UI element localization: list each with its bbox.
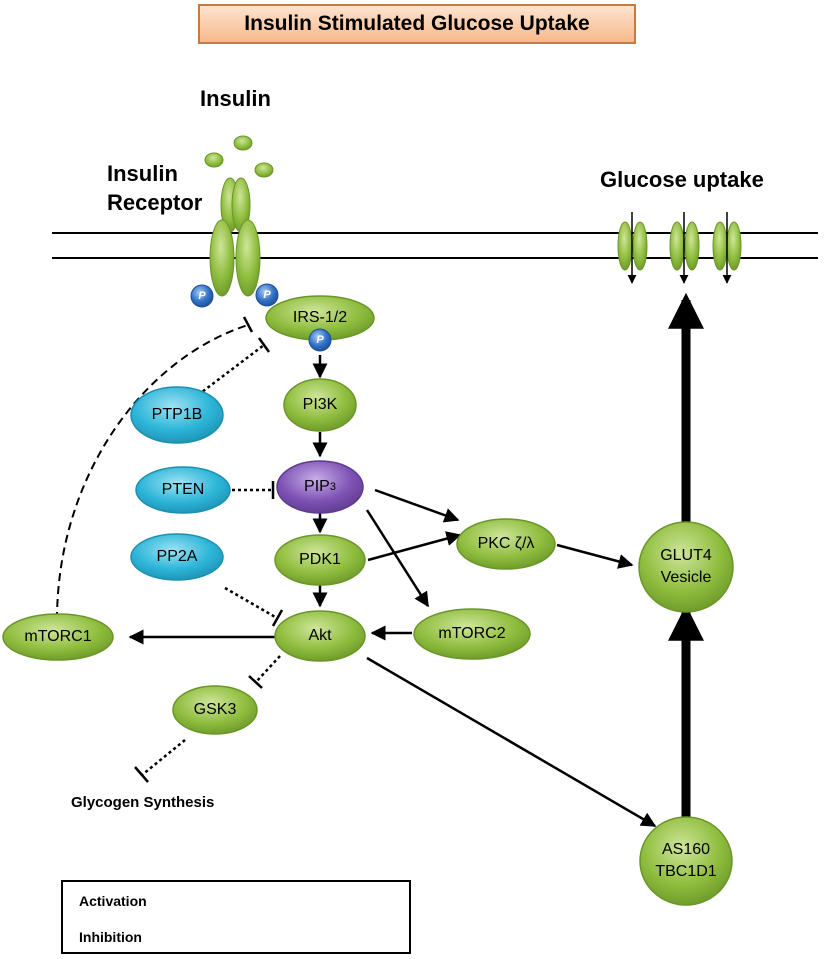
- insulin-molecule: [204, 152, 224, 168]
- glucose-uptake-label: Glucose uptake: [600, 167, 764, 192]
- inhibition-bar: [242, 316, 254, 333]
- glut-channel: [669, 212, 700, 284]
- pp2a-node: [130, 533, 224, 581]
- phospho-circle: [308, 328, 332, 352]
- pip3-to-pkc-arrow: [374, 488, 460, 523]
- diagram-title: Insulin Stimulated Glucose Uptake: [198, 4, 636, 44]
- inhibition-bar: [248, 675, 263, 689]
- gsk3-glycogen-inhibition: [141, 739, 186, 776]
- mtorc1-feedback-inhibition: [56, 324, 249, 621]
- inhibition-bar: [257, 337, 271, 353]
- akt-node: [274, 610, 366, 662]
- insulin-molecule: [254, 162, 274, 178]
- ptp1b-inhibition: [197, 344, 265, 396]
- akt-to-as160-arrow: [366, 656, 657, 828]
- glycogen-synthesis-label: Glycogen Synthesis: [71, 794, 215, 811]
- pkc-to-glut4-arrow: [556, 543, 634, 569]
- pp2a-inhibition: [224, 586, 278, 620]
- pten-node: [135, 466, 231, 514]
- mtorc1-node: [2, 613, 114, 661]
- as160-node: [639, 816, 733, 906]
- pip3-to-mtorc2-arrow: [365, 509, 430, 608]
- receptor-label-line2: Receptor: [107, 190, 203, 215]
- akt-gsk3-inhibition: [255, 655, 281, 683]
- pdk1-node: [274, 534, 366, 586]
- legend-inhibition-label: Inhibition: [79, 929, 142, 945]
- ptp1b-node: [130, 386, 224, 444]
- glut4-vesicle-node: [638, 521, 734, 613]
- insulin-molecule: [233, 135, 253, 151]
- receptor-label-line1: Insulin: [107, 161, 178, 186]
- glut-channel: [712, 212, 742, 284]
- legend: [61, 880, 411, 954]
- inhibition-bar: [271, 609, 284, 627]
- phospho-circle: [255, 283, 279, 307]
- legend-activation-label: Activation: [79, 893, 147, 909]
- gsk3-node: [172, 685, 258, 735]
- inhibition-bar: [134, 766, 149, 783]
- glut-channel: [617, 212, 648, 284]
- pip3-node: [276, 460, 364, 514]
- mtorc2-node: [413, 608, 531, 660]
- pkc-node: [456, 518, 556, 570]
- insulin-label: Insulin: [200, 86, 271, 111]
- phospho-circle: [190, 284, 214, 308]
- insulin-receptor: [209, 177, 261, 297]
- pdk1-to-pkc-arrow: [367, 531, 462, 562]
- pi3k-node: [283, 378, 357, 432]
